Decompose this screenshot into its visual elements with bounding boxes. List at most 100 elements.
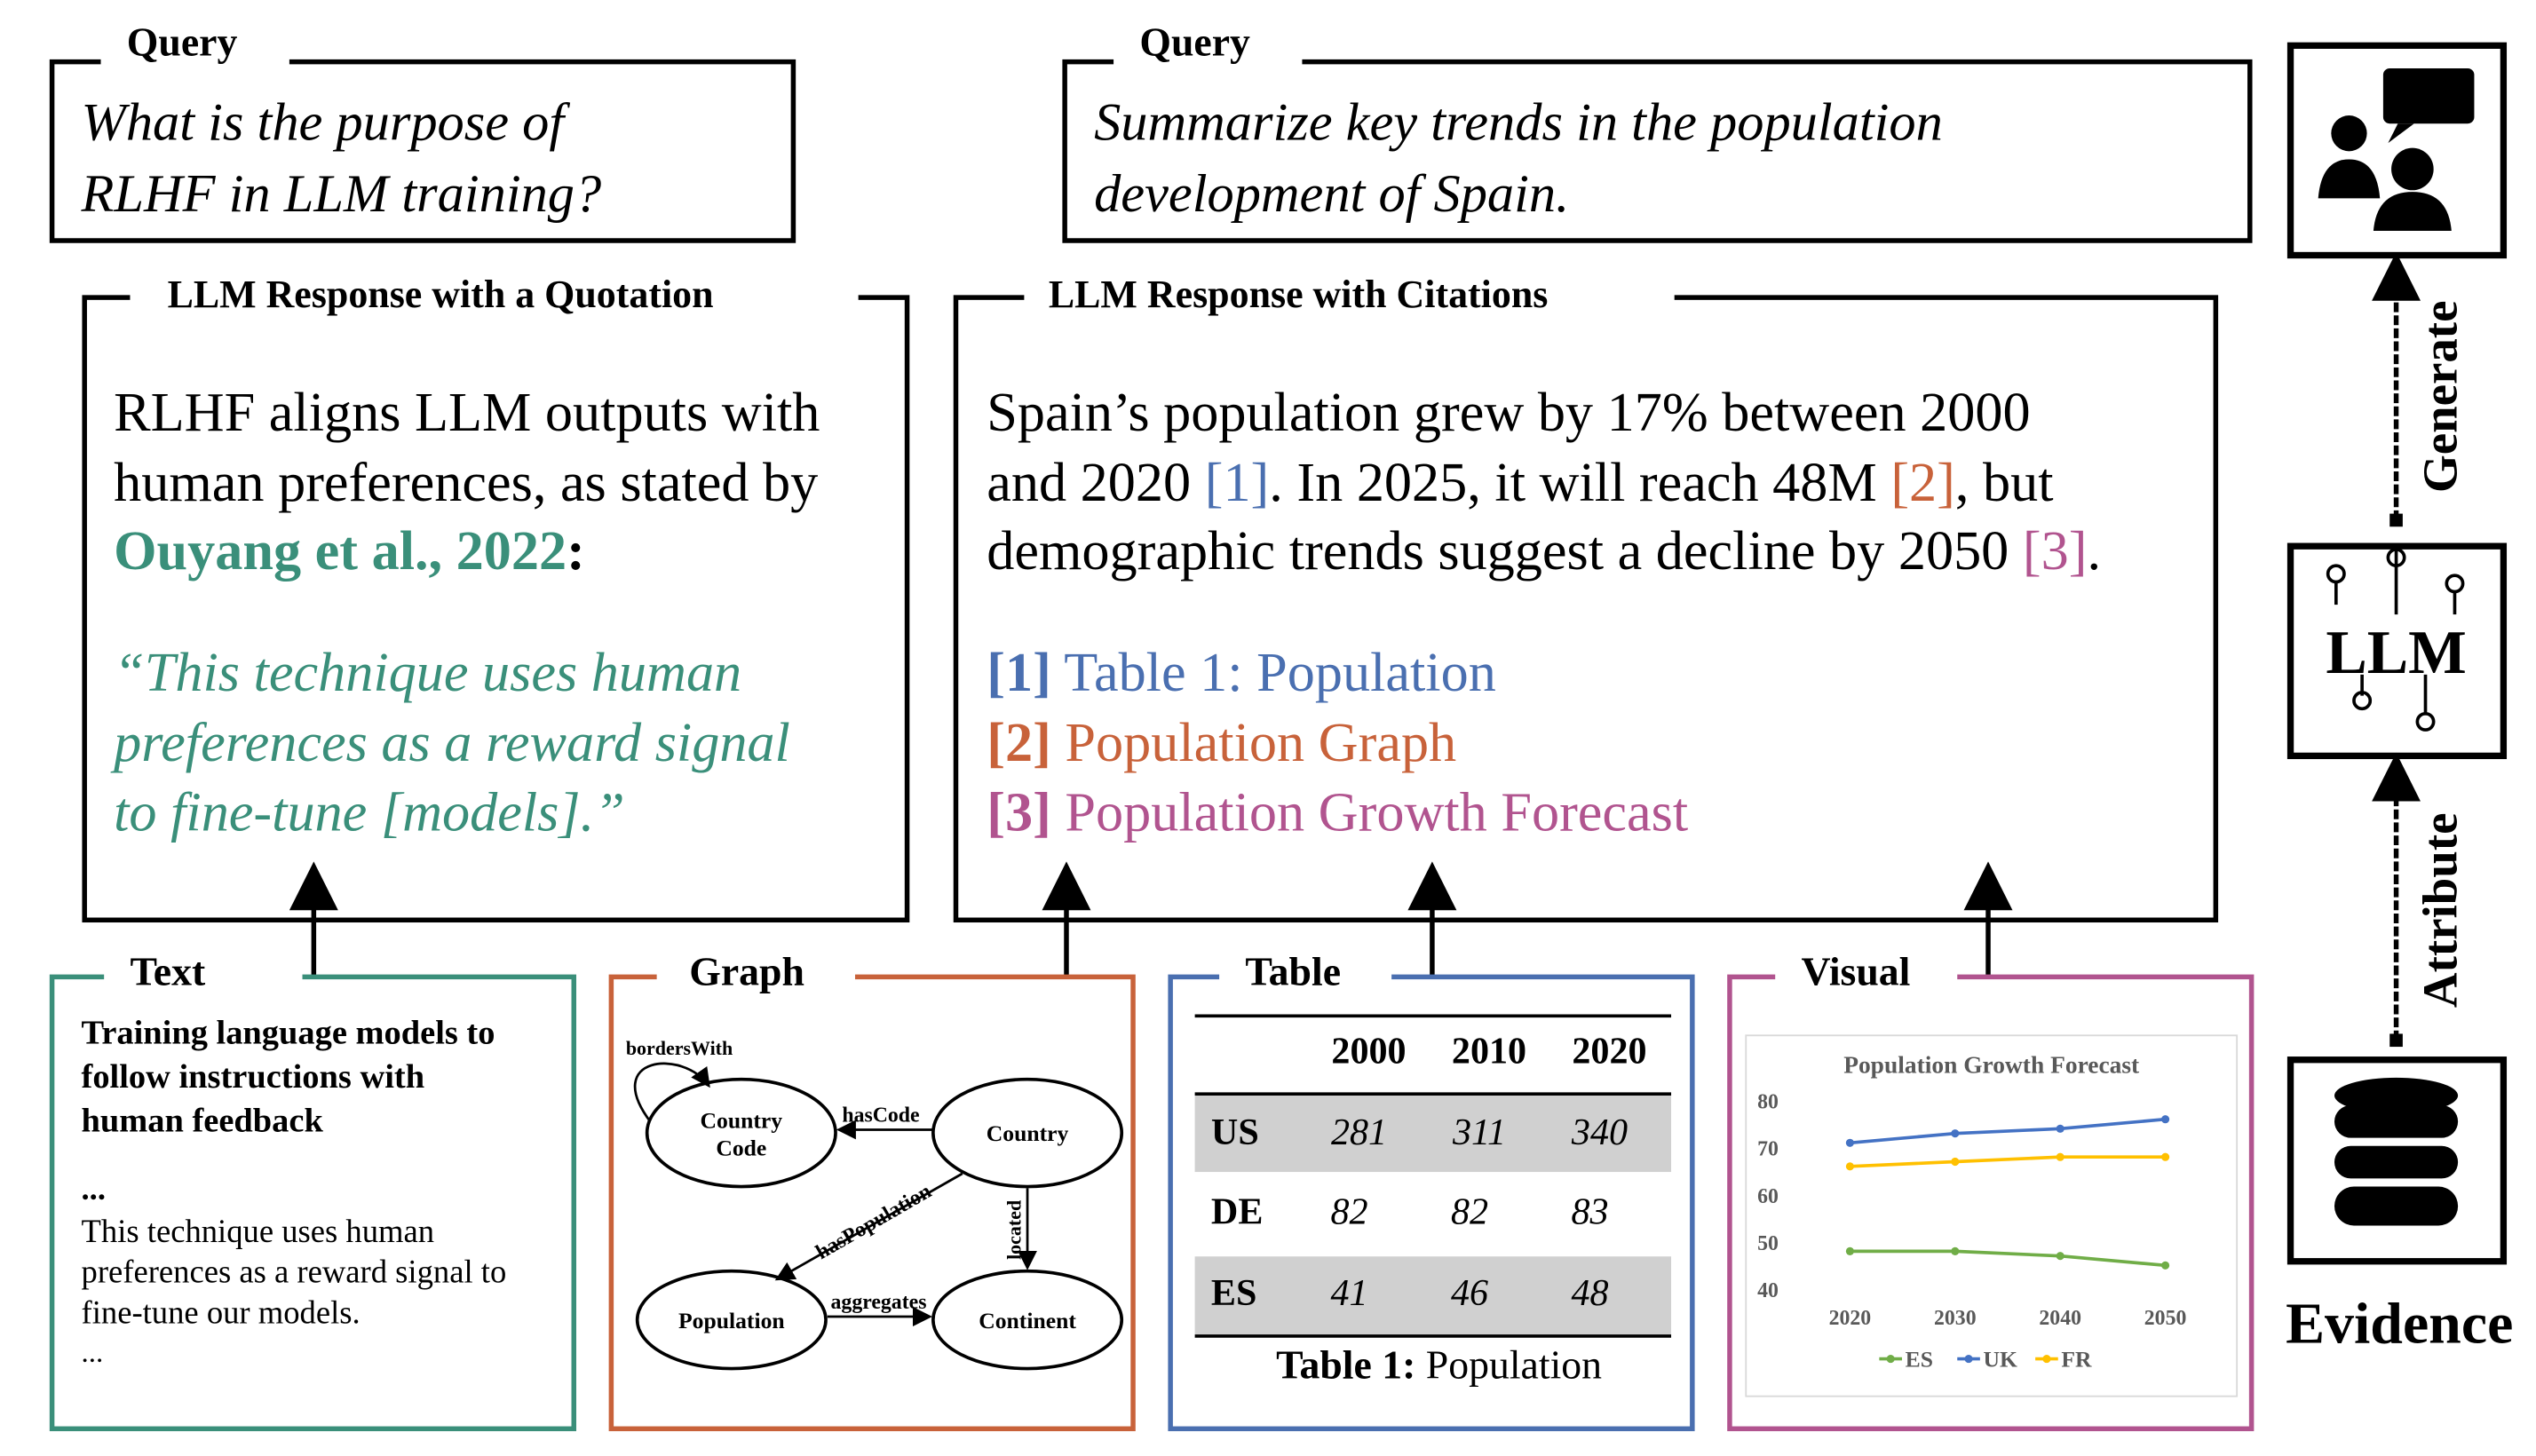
- table-cell-es-2020: 48: [1571, 1272, 1608, 1314]
- table-caption-bold: Table 1:: [1276, 1342, 1415, 1388]
- paper-title-line-1: Training language models to: [82, 1014, 495, 1051]
- edge-has-code-label: hasCode: [842, 1104, 919, 1127]
- response-2-line-3: demographic trends suggest a decline by …: [987, 521, 2101, 582]
- node-country-code: [645, 1077, 837, 1189]
- reference-1: [1] Table 1: Population: [987, 643, 1496, 703]
- x-tick-label: 2030: [1934, 1307, 1977, 1330]
- inline-ref-3: [3]: [2023, 521, 2088, 582]
- data-point-uk: [2056, 1124, 2064, 1133]
- y-tick-label: 80: [1757, 1091, 1779, 1114]
- table-cell-us-2000: 281: [1331, 1112, 1387, 1153]
- data-point-fr: [2161, 1152, 2170, 1161]
- table-row-label-es: ES: [1211, 1272, 1257, 1314]
- table-evidence-heading: Table: [1245, 949, 1341, 994]
- edge-aggregates-label: aggregates: [831, 1291, 927, 1314]
- chart-title: Population Growth Forecast: [1843, 1051, 2140, 1078]
- response-2-seg-e: .: [2087, 521, 2101, 582]
- response-2-line-2: and 2020 [1]. In 2025, it will reach 48M…: [987, 453, 2053, 513]
- series-line-fr: [1850, 1155, 2166, 1168]
- edge-borders-with-label: bordersWith: [626, 1037, 733, 1059]
- series-line-uk: [1850, 1117, 2166, 1145]
- table-row-label-us: US: [1211, 1112, 1259, 1153]
- query-1-panel: Query What is the purpose of RLHF in LLM…: [49, 19, 796, 243]
- data-point-es: [1951, 1246, 1960, 1255]
- citation-ouyang: Ouyang et al., 2022: [114, 521, 567, 582]
- node-country-code-label-2: Code: [716, 1136, 766, 1161]
- legend-marker-es: [1886, 1355, 1895, 1364]
- query-1-line-2: RLHF in LLM training?: [81, 164, 602, 224]
- table-col-2000: 2000: [1331, 1030, 1406, 1072]
- response-1-line-3: Ouyang et al., 2022:: [114, 521, 585, 582]
- table-row-shade-es: [1194, 1256, 1672, 1335]
- reference-2-tag: [2]: [987, 713, 1051, 773]
- node-continent-label: Continent: [979, 1308, 1076, 1333]
- evidence-label: Evidence: [2286, 1291, 2513, 1356]
- y-tick-label: 40: [1757, 1279, 1779, 1302]
- table-caption: Table 1: Population: [1276, 1342, 1602, 1388]
- reference-3-tag: [3]: [987, 783, 1051, 843]
- edge-located-label: located: [1003, 1200, 1026, 1260]
- graph-evidence-panel: Graph Country Code Country Population Co…: [608, 949, 1136, 1432]
- table-evidence-panel: Table 2000 2010 2020 US 281 311 340 DE 8…: [1168, 949, 1695, 1432]
- quote-line-3: to fine-tune [models].”: [114, 783, 625, 843]
- query-1-line-1: What is the purpose of: [82, 93, 571, 153]
- text-ellipsis-bottom: ...: [82, 1337, 104, 1369]
- edge-borders-with: [633, 1062, 710, 1123]
- table-cell-es-2000: 41: [1330, 1272, 1367, 1314]
- reference-2: [2] Population Graph: [987, 713, 1456, 773]
- circuit-icon: [2326, 548, 2465, 732]
- legend-marker-fr: [2042, 1355, 2051, 1364]
- node-continent: [931, 1269, 1124, 1371]
- data-point-uk: [1845, 1138, 1854, 1147]
- node-country: [931, 1077, 1124, 1189]
- reference-3: [3] Population Growth Forecast: [987, 783, 1688, 843]
- table-cell-es-2010: 46: [1451, 1272, 1488, 1314]
- text-body-line-1: This technique uses human: [82, 1213, 435, 1249]
- node-country-code-label-1: Country: [701, 1108, 783, 1134]
- pipeline-column: Generate LLM Attribute Evidence: [2286, 42, 2513, 1356]
- quote-line-1: “This technique uses human: [114, 643, 741, 703]
- reference-1-tag: [1]: [987, 643, 1051, 703]
- response-2-seg-b: . In 2025, it will reach 48M: [1269, 453, 1890, 513]
- chart-frame: [1745, 1034, 2239, 1397]
- response-quotation-heading: LLM Response with a Quotation: [168, 273, 714, 316]
- response-2-seg-d: demographic trends suggest a decline by …: [987, 521, 2023, 582]
- legend-marker-uk: [1964, 1355, 1973, 1364]
- data-point-es: [2161, 1261, 2170, 1270]
- data-point-uk: [2161, 1115, 2170, 1124]
- text-ellipsis-top: ...: [82, 1170, 106, 1207]
- text-evidence-panel: Text Training language models to follow …: [49, 949, 577, 1432]
- paper-title-line-3: human feedback: [82, 1102, 324, 1139]
- x-tick-label: 2020: [1829, 1307, 1872, 1330]
- node-population-label: Population: [678, 1308, 785, 1333]
- response-2-seg-c: , but: [1955, 453, 2054, 513]
- response-2-seg-a: and 2020: [987, 453, 1204, 513]
- query-2-panel: Query Summarize key trends in the popula…: [1062, 19, 2253, 243]
- response-2-line-1: Spain’s population grew by 17% between 2…: [987, 383, 2030, 443]
- legend-label-fr: FR: [2061, 1347, 2092, 1373]
- table-cell-de-2020: 83: [1571, 1191, 1608, 1233]
- table-cell-us-2010: 311: [1452, 1112, 1506, 1153]
- table-row-label-de: DE: [1211, 1191, 1263, 1233]
- table-cell-de-2010: 82: [1451, 1191, 1488, 1233]
- inline-ref-2: [2]: [1890, 453, 1955, 513]
- reference-3-text: Population Growth Forecast: [1051, 783, 1688, 843]
- node-country-label: Country: [987, 1120, 1069, 1146]
- text-body-line-2: preferences as a reward signal to: [82, 1254, 507, 1290]
- reference-1-text: Table 1: Population: [1051, 643, 1496, 703]
- data-point-uk: [1951, 1129, 1960, 1138]
- table-col-2020: 2020: [1572, 1030, 1646, 1072]
- legend-label-uk: UK: [1984, 1347, 2018, 1373]
- response-1-line-1: RLHF aligns LLM outputs with: [114, 383, 820, 443]
- text-evidence-heading: Text: [130, 949, 205, 994]
- y-tick-label: 50: [1757, 1232, 1779, 1255]
- table-cell-de-2000: 82: [1330, 1191, 1367, 1233]
- query-1-heading: Query: [127, 19, 238, 64]
- data-point-es: [1845, 1246, 1854, 1255]
- x-tick-label: 2040: [2039, 1307, 2081, 1330]
- edge-has-population-label: hasPopulation: [812, 1180, 936, 1264]
- evidence-arrows: [289, 861, 2013, 976]
- data-point-fr: [2056, 1152, 2064, 1161]
